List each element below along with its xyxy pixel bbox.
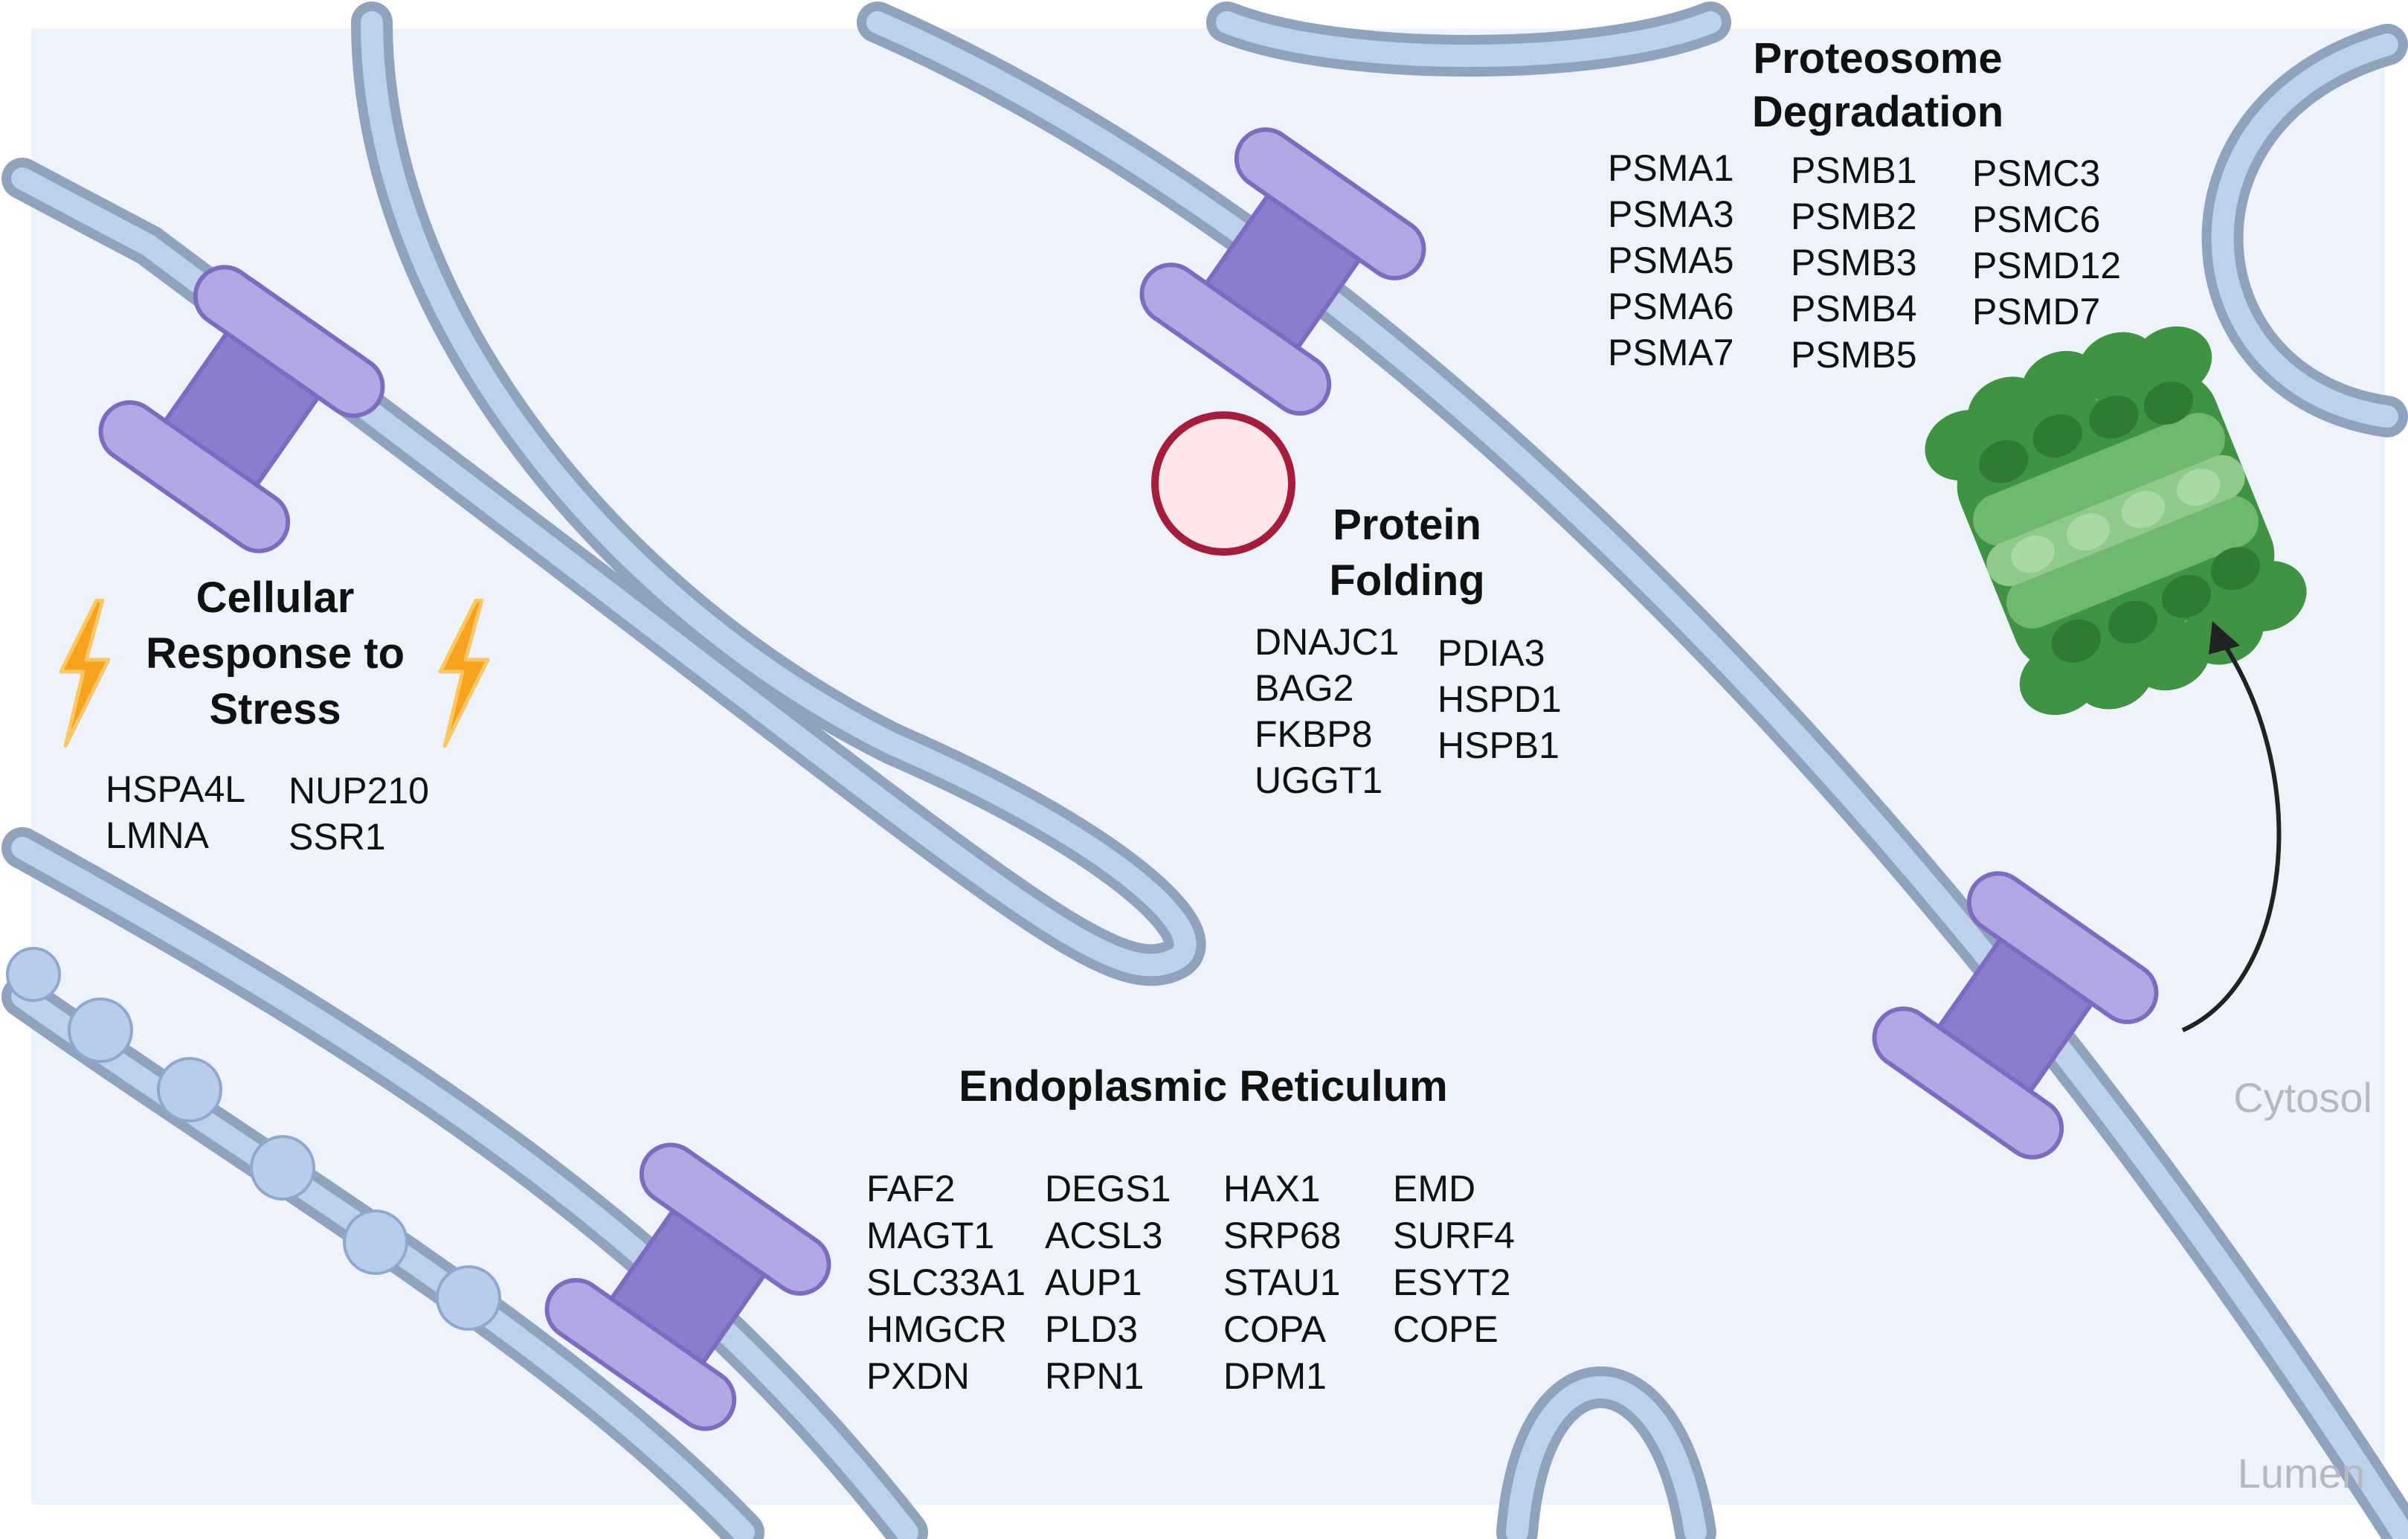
gene-label: NUP210 (289, 770, 429, 812)
gene-label: EMD (1393, 1168, 1475, 1209)
gene-label: DEGS1 (1045, 1168, 1171, 1209)
gene-label: PSMD12 (1972, 245, 2121, 286)
gene-label: AUP1 (1045, 1262, 1142, 1303)
section-title: Proteosome (1753, 34, 2002, 83)
gene-label: SURF4 (1393, 1215, 1515, 1256)
gene-label: FAF2 (866, 1168, 955, 1209)
section-title-er: Endoplasmic Reticulum (959, 1062, 1447, 1111)
ribosome-icon (68, 997, 133, 1063)
gene-label: ACSL3 (1045, 1215, 1162, 1256)
gene-label: HSPA4L (106, 768, 245, 810)
section-title: Degradation (1752, 88, 2003, 136)
section-title: Protein (1333, 501, 1481, 549)
proteasome-complex-icon (1925, 326, 2307, 716)
gene-label: SLC33A1 (866, 1262, 1026, 1303)
gene-label: PSMB5 (1791, 334, 1917, 376)
ribosomes (6, 947, 501, 1331)
gene-label: BAG2 (1255, 667, 1353, 709)
section-cellular-stress: Cellular Response to Stress (146, 573, 405, 733)
ribosome-icon (436, 1265, 501, 1331)
section-title: Stress (209, 685, 341, 733)
gene-label: PSMB4 (1791, 288, 1917, 330)
ribosome-icon (250, 1135, 315, 1201)
gene-label: STAU1 (1223, 1262, 1340, 1303)
gene-label: DPM1 (1223, 1355, 1327, 1397)
section-title: Response to (146, 629, 405, 678)
gene-label: PSMB3 (1791, 242, 1917, 283)
gene-label: ESYT2 (1393, 1262, 1510, 1303)
gene-label: LMNA (106, 815, 210, 856)
gene-label: COPA (1223, 1308, 1327, 1350)
gene-label: PXDN (866, 1355, 970, 1397)
gene-label: SSR1 (289, 816, 386, 858)
gene-label: PDIA3 (1438, 632, 1545, 674)
gene-label: PSMC6 (1972, 199, 2100, 240)
gene-label: PSMC3 (1972, 152, 2100, 194)
gene-label: PSMB2 (1791, 196, 1917, 237)
ribosome-icon (6, 947, 61, 1002)
gene-label: HSPB1 (1438, 724, 1559, 766)
gene-list-er: FAF2 MAGT1 SLC33A1 HMGCR PXDN DEGS1 ACSL… (866, 1168, 1515, 1397)
gene-label: MAGT1 (866, 1215, 994, 1256)
gene-label: COPE (1393, 1308, 1498, 1350)
gene-label: PLD3 (1045, 1308, 1138, 1350)
lumen-label: Lumen (2238, 1450, 2365, 1497)
gene-label: HMGCR (866, 1308, 1007, 1350)
gene-label: UGGT1 (1255, 759, 1382, 801)
gene-label: DNAJC1 (1255, 621, 1399, 663)
gene-label: PSMA3 (1608, 193, 1734, 235)
gene-label: HAX1 (1223, 1168, 1321, 1209)
cytosol-label: Cytosol (2233, 1074, 2372, 1121)
gene-label: SRP68 (1223, 1215, 1341, 1256)
gene-label: PSMB1 (1791, 150, 1917, 191)
section-proteosome: Proteosome Degradation (1752, 34, 2003, 136)
section-title: Cellular (196, 573, 355, 622)
section-protein-folding: Protein Folding (1329, 501, 1484, 605)
section-title: Folding (1329, 556, 1484, 605)
gene-label: HSPD1 (1438, 678, 1562, 720)
gene-label: FKBP8 (1255, 713, 1372, 755)
gene-list-cellular-stress: HSPA4L LMNA NUP210 SSR1 (106, 768, 429, 858)
degradation-arrow (2181, 621, 2282, 1032)
gene-label: PSMD7 (1972, 291, 2100, 332)
gene-label: PSMA6 (1608, 286, 1734, 327)
gene-label: PSMA7 (1608, 332, 1734, 373)
ribosome-icon (343, 1209, 408, 1275)
gene-list-proteosome: PSMA1 PSMA3 PSMA5 PSMA6 PSMA7 PSMB1 PSMB… (1608, 147, 2121, 376)
gene-label: PSMA5 (1608, 240, 1734, 281)
gene-label: RPN1 (1045, 1355, 1144, 1397)
ribosome-icon (157, 1057, 222, 1122)
gene-label: PSMA1 (1608, 147, 1734, 189)
unfolded-protein-icon (1151, 411, 1295, 556)
gene-list-protein-folding: DNAJC1 BAG2 FKBP8 UGGT1 PDIA3 HSPD1 HSPB… (1255, 621, 1562, 801)
